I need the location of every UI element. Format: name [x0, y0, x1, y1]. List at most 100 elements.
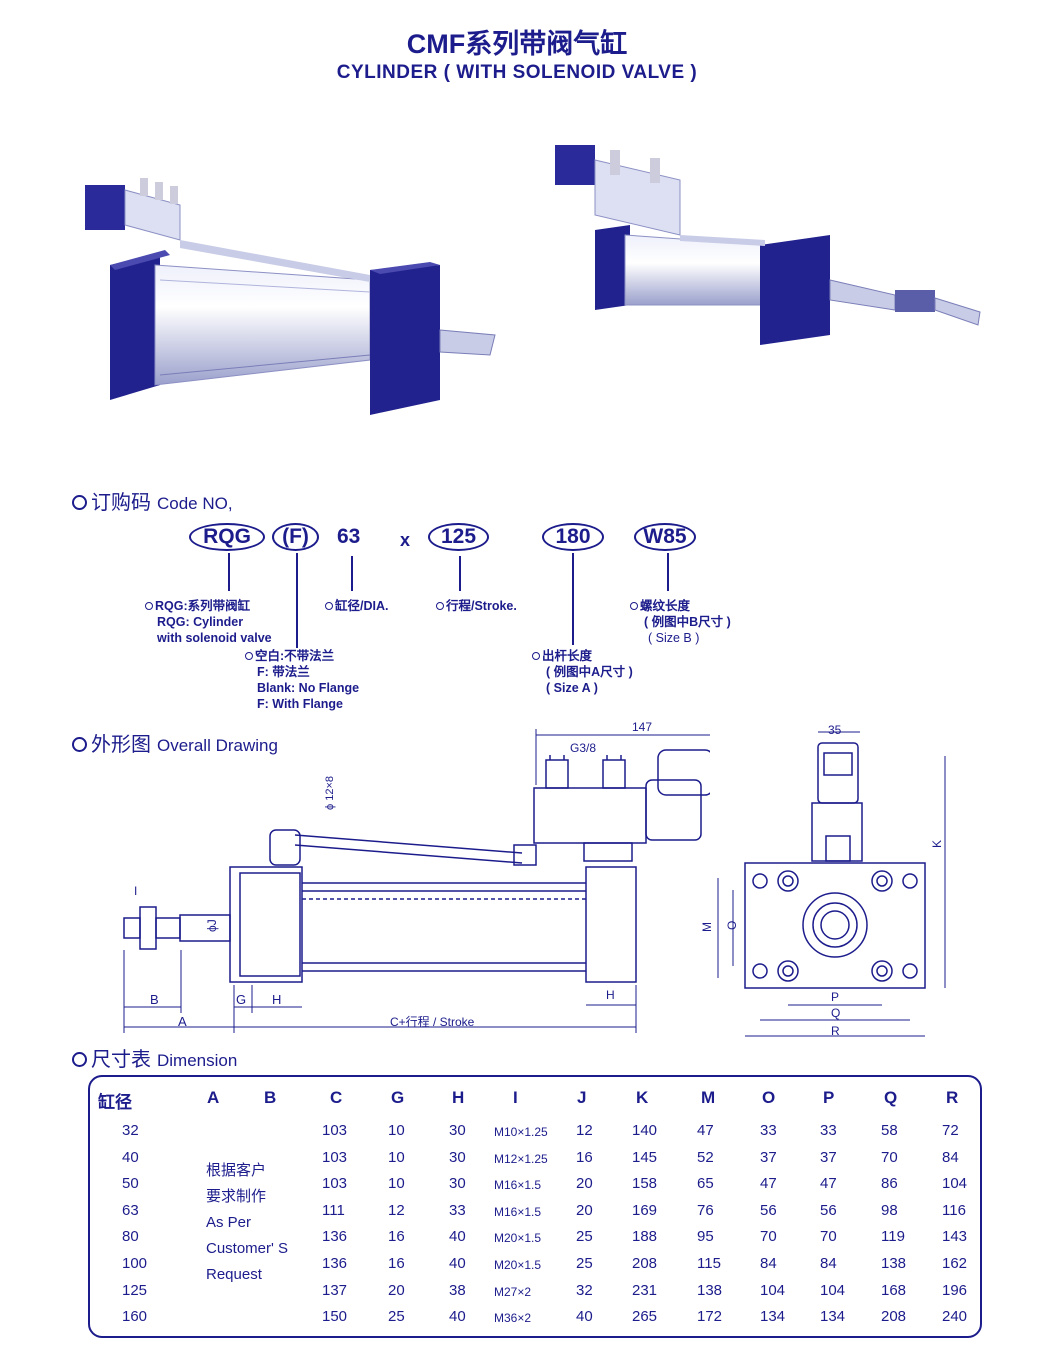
table-cell: 86: [881, 1175, 898, 1193]
table-cell: 10: [388, 1148, 405, 1166]
table-cell: 40: [576, 1308, 593, 1326]
note-flange: 空白:不带法兰 F: 带法兰 Blank: No Flange F: With …: [245, 648, 359, 712]
dim-o-label: O: [725, 920, 739, 930]
table-cell: 104: [820, 1281, 846, 1299]
table-cell: 25: [388, 1308, 405, 1326]
table-cell: 72: [942, 1122, 959, 1139]
table-cell: 136: [322, 1228, 348, 1246]
table-cell: 40: [122, 1148, 139, 1166]
side-view-drawing: [123, 729, 710, 1033]
dim-b-label: B: [150, 992, 159, 1007]
page-title: CMF系列带阀气缸: [406, 29, 628, 59]
code-rod: 180: [542, 523, 604, 551]
table-header-a: A: [207, 1088, 220, 1107]
table-cell: 30: [449, 1148, 466, 1166]
bullet-circle-icon: [436, 602, 444, 610]
dim-35-label: 35: [828, 723, 842, 737]
table-cell: M16×1.5: [494, 1204, 542, 1219]
table-cell: 70: [881, 1148, 898, 1166]
product-photo-right: [555, 145, 981, 345]
table-cell: 208: [881, 1308, 907, 1326]
end-view-drawing: [717, 731, 946, 1037]
dim-c-label: C+行程 / Stroke: [390, 1015, 475, 1029]
table-cell: 80: [122, 1228, 139, 1246]
table-cell: 12: [576, 1122, 593, 1139]
dim-phij-label: ϕJ: [205, 919, 219, 932]
dim-h2-label: H: [606, 988, 615, 1002]
table-cell: 103: [322, 1122, 348, 1139]
table-cell: 231: [632, 1281, 658, 1299]
leader-dia: [351, 556, 353, 591]
table-cell: 98: [881, 1201, 898, 1219]
table-cell: 84: [942, 1148, 959, 1166]
dim-a-label: A: [178, 1014, 187, 1029]
note-series: RQG:系列带阀缸 RQG: Cylinder with solenoid va…: [145, 598, 272, 646]
dim-k-label: K: [930, 839, 944, 848]
leader-flange: [296, 553, 298, 648]
leader-stroke: [459, 556, 461, 591]
request-note: 根据客户 要求制作 As Per Customer' S Request: [206, 1162, 289, 1283]
code-stroke: 125: [428, 523, 489, 551]
table-cell: 40: [449, 1255, 466, 1272]
dimension-table: [88, 1075, 982, 1338]
table-header-r: R: [946, 1088, 959, 1107]
table-cell: 208: [632, 1255, 658, 1272]
table-header-c: C: [330, 1088, 343, 1107]
table-cell: 188: [632, 1228, 658, 1246]
bullet-circle-icon: [630, 602, 638, 610]
dim-phi12-label: ϕ 12×8: [324, 776, 336, 810]
bullet-circle-icon: [72, 1052, 87, 1067]
table-cell: 103: [322, 1148, 348, 1166]
leader-thread: [667, 553, 669, 591]
table-cell: 65: [697, 1175, 714, 1193]
table-cell: 116: [942, 1201, 966, 1219]
note-dia: 缸径/DIA.: [325, 598, 388, 614]
dim-g-label: G: [236, 992, 247, 1007]
table-header-bore: 缸径: [98, 1093, 132, 1112]
table-cell: 32: [122, 1122, 139, 1139]
note-stroke: 行程/Stroke.: [436, 598, 517, 614]
table-cell: 125: [122, 1281, 148, 1299]
note-rod: 出杆长度 ( 例图中A尺寸 ) ( Size A ): [532, 648, 633, 696]
table-cell: 104: [942, 1175, 968, 1193]
table-cell: 20: [388, 1281, 405, 1299]
bullet-circle-icon: [245, 652, 253, 660]
table-cell: 172: [697, 1308, 723, 1326]
page-subtitle: CYLINDER ( WITH SOLENOID VALVE ): [336, 62, 698, 83]
table-cell: 40: [449, 1308, 466, 1326]
table-cell: 150: [322, 1308, 348, 1326]
table-cell: 140: [632, 1122, 658, 1139]
table-cell: 47: [760, 1175, 777, 1193]
bullet-circle-icon: [72, 737, 87, 752]
dim-147-label: 147: [632, 720, 653, 734]
table-cell: 70: [820, 1228, 837, 1246]
table-cell: 103: [322, 1175, 348, 1193]
table-cell: M12×1.25: [494, 1151, 548, 1166]
table-cell: 76: [697, 1201, 714, 1219]
table-header-g: G: [391, 1088, 405, 1107]
table-cell: 168: [881, 1281, 907, 1299]
bullet-circle-icon: [72, 495, 87, 510]
table-cell: 158: [632, 1175, 658, 1193]
table-cell: 119: [881, 1228, 905, 1246]
table-cell: 25: [576, 1228, 593, 1246]
table-cell: 16: [388, 1255, 405, 1272]
table-cell: 38: [449, 1281, 466, 1299]
table-cell: 145: [632, 1148, 658, 1166]
code-thread: W85: [634, 523, 696, 551]
table-cell: 52: [697, 1148, 714, 1166]
table-cell: 115: [697, 1255, 721, 1272]
table-cell: 40: [449, 1228, 466, 1246]
dim-q-label: Q: [831, 1006, 841, 1020]
table-cell: 265: [632, 1308, 658, 1326]
table-cell: 169: [632, 1201, 658, 1219]
table-cell: 10: [388, 1175, 405, 1193]
table-cell: 137: [322, 1281, 348, 1299]
table-cell: 138: [881, 1255, 907, 1272]
code-x: x: [400, 530, 411, 550]
table-cell: M20×1.5: [494, 1258, 542, 1272]
table-cell: M27×2: [494, 1284, 532, 1299]
